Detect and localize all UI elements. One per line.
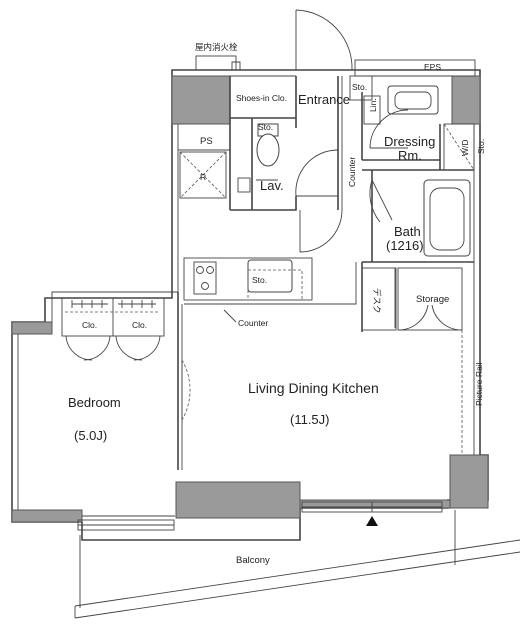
bedroom-label: Bedroom	[68, 395, 121, 410]
desk-label: デスク	[372, 288, 382, 314]
sto-lav-label: Sto.	[258, 122, 273, 132]
ldk-size-label: (11.5J)	[290, 412, 330, 427]
ps-label: PS	[200, 136, 213, 147]
shoes-in-closet-label: Shoes-in Clo.	[236, 93, 287, 103]
storage-label: Storage	[416, 294, 449, 305]
fire-hydrant-box: 屋内消火栓	[195, 42, 238, 71]
windows	[77, 501, 443, 531]
sto-wd-label: Sto.	[476, 139, 486, 154]
entrance-direction-arrow	[366, 516, 378, 526]
eps-label: EPS	[424, 62, 441, 72]
doors	[65, 9, 463, 421]
lav-label: Lav.	[260, 178, 284, 193]
balcony-label: Balcony	[236, 555, 270, 566]
sto-top-label: Sto.	[352, 82, 367, 92]
bath-label: Bath	[394, 224, 421, 239]
columns	[11, 75, 489, 523]
ldk-label: Living Dining Kitchen	[248, 380, 379, 396]
toilet	[256, 123, 280, 167]
picture-rail-label: Picture Rail	[474, 362, 484, 406]
counter-kitchen-label: Counter	[238, 318, 268, 328]
counter-vertical-label: Counter	[347, 157, 357, 187]
hydrant-label: 屋内消火栓	[195, 42, 238, 52]
dressing-rm-label: Rm.	[398, 148, 422, 163]
bath-size-label: (1216)	[386, 238, 424, 253]
dressing-label: Dressing	[384, 134, 435, 149]
sto-kitchen-label: Sto.	[252, 275, 267, 285]
wd-label: W/D	[460, 139, 470, 156]
closet-right-label: Clo.	[132, 320, 147, 330]
entrance-label: Entrance	[298, 92, 350, 107]
balcony-area	[74, 510, 521, 619]
interior-walls	[61, 75, 475, 470]
closet-left-label: Clo.	[82, 320, 97, 330]
bedroom-size-label: (5.0J)	[74, 428, 107, 443]
ps-r-label: R	[200, 172, 206, 182]
linen-label: Lin.	[368, 98, 378, 112]
